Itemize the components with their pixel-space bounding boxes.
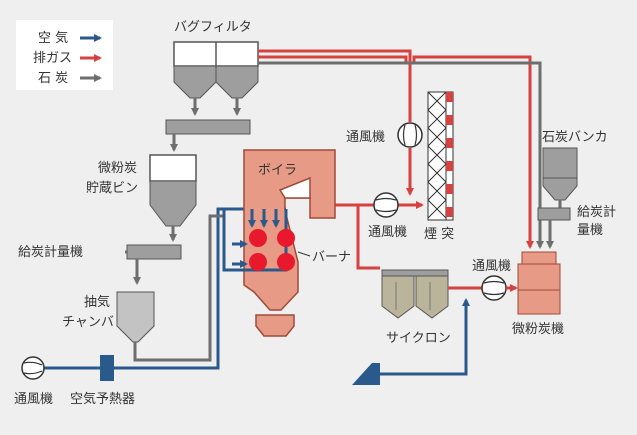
fan-blade-icon — [375, 197, 397, 213]
chimney-stripe — [446, 115, 453, 125]
fan-right — [481, 275, 507, 301]
cyclone-right — [415, 275, 449, 319]
bin-hopper — [149, 180, 197, 227]
label-extract-chamber-1: 抽気 — [84, 294, 110, 310]
flow-air-intake — [380, 298, 470, 376]
coal-bunker-body — [542, 147, 578, 179]
cyclone-left — [381, 275, 415, 319]
label-coal-feeder-left: 給炭計量機 — [18, 244, 83, 260]
label-fan-right: 通風機 — [472, 259, 511, 274]
label-pulverized-bin-2: 貯蔵ビン — [86, 181, 138, 196]
label-pulverized-bin-1: 微粉炭 — [98, 161, 137, 176]
label-bag-filter: バグフィルタ — [174, 20, 252, 35]
coal-bunker-hopper — [542, 177, 578, 201]
fan-bottom-left — [21, 356, 45, 380]
cyclone-top — [381, 269, 449, 277]
coal-feeder-right — [537, 207, 571, 221]
chimney-stripe — [446, 92, 453, 102]
chimney-stripe — [446, 161, 453, 171]
burner-3 — [249, 253, 267, 271]
boiler-ash-hopper — [255, 314, 295, 337]
burner-4 — [277, 253, 295, 271]
fan-blade-icon — [23, 361, 43, 375]
fan-top — [397, 122, 423, 148]
label-burner: バーナ — [312, 250, 351, 265]
flow-bagfilter-coal-to-pulverizer — [258, 61, 544, 249]
label-fan-bottom-left: 通風機 — [14, 392, 53, 407]
fan-mid — [373, 192, 399, 218]
chimney-lattice — [427, 91, 447, 219]
label-air-preheater: 空気予熱器 — [70, 391, 135, 407]
bin-top — [149, 154, 197, 182]
boiler-nose — [278, 176, 311, 199]
burner-1 — [249, 229, 267, 247]
label-pulverizer: 微粉炭機 — [512, 322, 564, 337]
chimney-stripe — [446, 207, 453, 217]
coal-bunker — [542, 147, 578, 201]
fan-blade-icon — [402, 124, 418, 146]
label-fan-mid: 通風機 — [368, 225, 407, 240]
label-cyclone: サイクロン — [386, 331, 451, 346]
flow-chamber-to-boiler — [133, 214, 224, 362]
legend-label-coal: 石 炭 — [38, 71, 68, 86]
bag-filter-hopper-right — [215, 65, 259, 99]
pulverizer — [517, 251, 561, 315]
legend-label-exhaust: 排ガス — [33, 51, 72, 66]
fan-blade-icon — [483, 280, 505, 296]
pulverized-coal-bin — [149, 154, 197, 227]
air-intake — [352, 363, 380, 385]
pulverizer-body — [517, 263, 561, 315]
bag-filter — [173, 41, 259, 99]
air-preheater — [100, 355, 114, 381]
chimney-stripe-column — [445, 91, 454, 221]
flow-bagfilter-exhaust — [258, 49, 412, 78]
legend-label-air: 空 気 — [38, 30, 68, 46]
burner-2 — [277, 229, 295, 247]
label-fan-top: 通風機 — [346, 130, 385, 145]
chimney-body — [427, 91, 447, 221]
label-boiler: ボイラ — [258, 163, 297, 178]
label-coal-feeder-right-2: 量機 — [577, 223, 603, 238]
label-coal-bunker: 石炭バンカ — [542, 130, 608, 145]
cyclone — [381, 269, 449, 319]
label-chimney: 煙 突 — [424, 226, 454, 242]
label-extract-chamber-2: チャンバ — [62, 315, 114, 330]
flow-exhaust-to-cyclone — [356, 205, 380, 270]
legend: 空 気 排ガス 石 炭 — [16, 20, 113, 90]
chimney — [427, 91, 454, 221]
label-coal-feeder-right-1: 給炭計 — [577, 204, 616, 220]
chimney-stripe — [446, 138, 453, 148]
coal-feeder-left — [126, 244, 182, 260]
screw-conveyor — [165, 119, 251, 135]
chimney-stripe — [446, 184, 453, 194]
pulverizer-top — [521, 251, 557, 265]
bag-filter-hopper-left — [173, 65, 217, 99]
extraction-chamber — [116, 291, 155, 343]
burner-leader-line — [297, 251, 311, 257]
